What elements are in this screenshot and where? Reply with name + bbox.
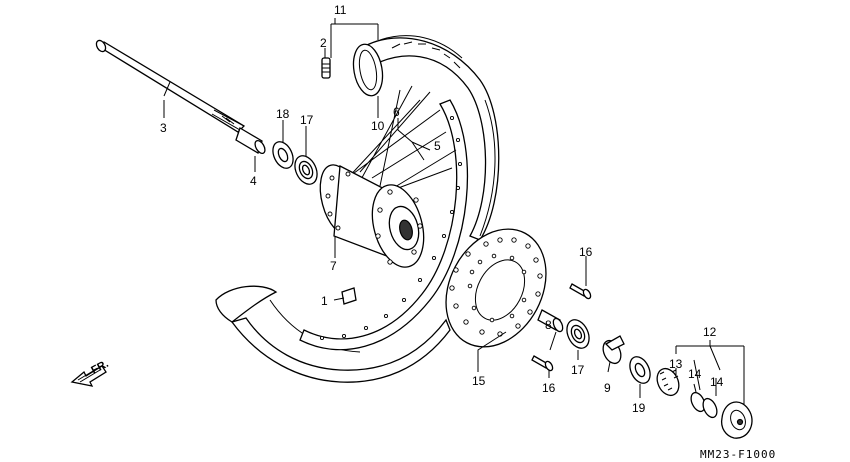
callout-14-left: 14 bbox=[688, 367, 702, 381]
figure-code: MM23-F1000 bbox=[700, 448, 776, 461]
disc-bolt-upper bbox=[569, 283, 592, 300]
callout-17-left: 17 bbox=[300, 113, 314, 127]
callout-19: 19 bbox=[632, 401, 646, 415]
callout-5: 5 bbox=[434, 139, 441, 153]
hub bbox=[319, 164, 425, 268]
callout-12: 12 bbox=[703, 325, 717, 339]
callout-16-upper: 16 bbox=[579, 245, 593, 259]
leader-lines bbox=[163, 18, 745, 404]
callout-9: 9 bbox=[604, 381, 611, 395]
bearing-left bbox=[294, 155, 318, 185]
callout-7: 7 bbox=[330, 259, 337, 273]
callout-18: 18 bbox=[276, 107, 290, 121]
speedometer-gear bbox=[656, 367, 680, 397]
disc-holes bbox=[449, 237, 543, 337]
callout-4: 4 bbox=[250, 174, 257, 188]
callout-1: 1 bbox=[321, 294, 328, 308]
rim-spoke-holes bbox=[319, 115, 463, 341]
callout-15: 15 bbox=[472, 374, 486, 388]
callout-6: 6 bbox=[393, 105, 400, 119]
callout-2: 2 bbox=[320, 36, 327, 50]
dust-seal-left bbox=[272, 141, 294, 169]
balance-weight bbox=[341, 287, 357, 305]
dust-seal-right bbox=[629, 356, 651, 384]
callout-8: 8 bbox=[545, 318, 552, 332]
bearing-right bbox=[566, 319, 590, 349]
callout-3: 3 bbox=[160, 121, 167, 135]
washers bbox=[690, 391, 718, 419]
tire bbox=[352, 35, 500, 241]
speedometer-gearbox bbox=[720, 401, 753, 439]
spokes bbox=[345, 85, 457, 201]
direction-label: FR. bbox=[89, 358, 110, 377]
valve-stem bbox=[321, 57, 331, 79]
distance-collar bbox=[537, 309, 564, 333]
disc-bolt-lower bbox=[531, 355, 554, 372]
callout-17-right: 17 bbox=[571, 363, 585, 377]
callout-13: 13 bbox=[669, 357, 683, 371]
axle bbox=[95, 39, 246, 133]
callout-11: 11 bbox=[334, 3, 347, 17]
tire-cut-section bbox=[215, 285, 451, 383]
callout-14-right: 14 bbox=[710, 375, 724, 389]
callout-10: 10 bbox=[371, 119, 385, 133]
callout-16-lower: 16 bbox=[542, 381, 556, 395]
front-direction-arrow bbox=[70, 365, 107, 387]
rim bbox=[299, 99, 469, 351]
gear-retainer bbox=[602, 335, 625, 365]
spacer-collar bbox=[235, 127, 266, 155]
brake-disc bbox=[445, 228, 547, 348]
